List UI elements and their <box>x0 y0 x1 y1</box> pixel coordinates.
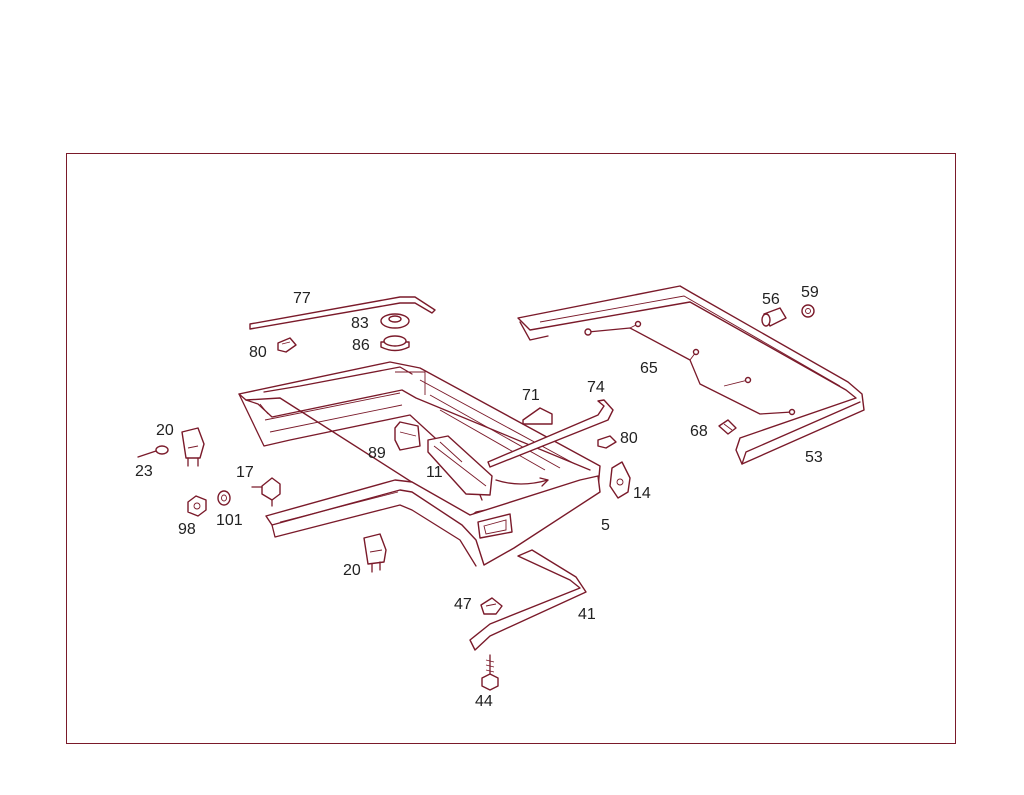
part-20-bracket-upper <box>181 427 205 467</box>
label-80-left: 80 <box>249 344 267 361</box>
part-41-lower-trim <box>469 549 587 651</box>
label-59: 59 <box>801 284 819 301</box>
part-5-bumper-cover <box>265 475 601 567</box>
part-77-trim-strip <box>249 296 436 330</box>
part-68-clip <box>718 419 737 435</box>
label-83: 83 <box>351 315 369 332</box>
label-80-right: 80 <box>620 430 638 447</box>
label-65: 65 <box>640 360 658 377</box>
label-53: 53 <box>805 449 823 466</box>
label-20-upper: 20 <box>156 422 174 439</box>
part-74-trim <box>487 399 614 468</box>
part-89-bracket <box>394 421 421 451</box>
label-23: 23 <box>135 463 153 480</box>
part-71-bracket <box>522 407 553 425</box>
part-83-washer <box>380 313 410 329</box>
label-41: 41 <box>578 606 596 623</box>
part-56-sensor <box>761 307 787 327</box>
label-44: 44 <box>475 693 493 710</box>
label-11: 11 <box>426 464 443 481</box>
part-14-plate <box>609 461 631 499</box>
label-89: 89 <box>368 445 386 462</box>
label-17: 17 <box>236 464 254 481</box>
label-20-lower: 20 <box>343 562 361 579</box>
label-56: 56 <box>762 291 780 308</box>
part-101-washer <box>217 490 231 506</box>
label-98: 98 <box>178 521 196 538</box>
label-71: 71 <box>522 387 540 404</box>
label-74: 74 <box>587 379 605 396</box>
label-68: 68 <box>690 423 708 440</box>
label-5: 5 <box>601 517 610 534</box>
label-86: 86 <box>352 337 370 354</box>
diagram-frame <box>66 153 956 744</box>
part-80-clip-right <box>597 435 617 449</box>
part-17-fastener <box>251 477 281 507</box>
part-47-clip <box>480 597 503 615</box>
part-20-bracket-lower <box>363 533 387 573</box>
part-53-bumper-cover-right <box>517 285 865 465</box>
label-77: 77 <box>293 290 311 307</box>
part-23-bolt <box>137 445 169 458</box>
label-14: 14 <box>633 485 651 502</box>
part-59-ring <box>801 304 815 318</box>
part-86-grommet <box>380 335 410 352</box>
part-65-wiring-harness <box>584 320 796 416</box>
part-11-rack <box>427 435 549 496</box>
label-101: 101 <box>216 512 243 529</box>
label-47: 47 <box>454 596 472 613</box>
part-80-clip-left <box>277 337 297 353</box>
part-98-nut <box>187 495 207 517</box>
part-44-screw <box>481 654 499 691</box>
